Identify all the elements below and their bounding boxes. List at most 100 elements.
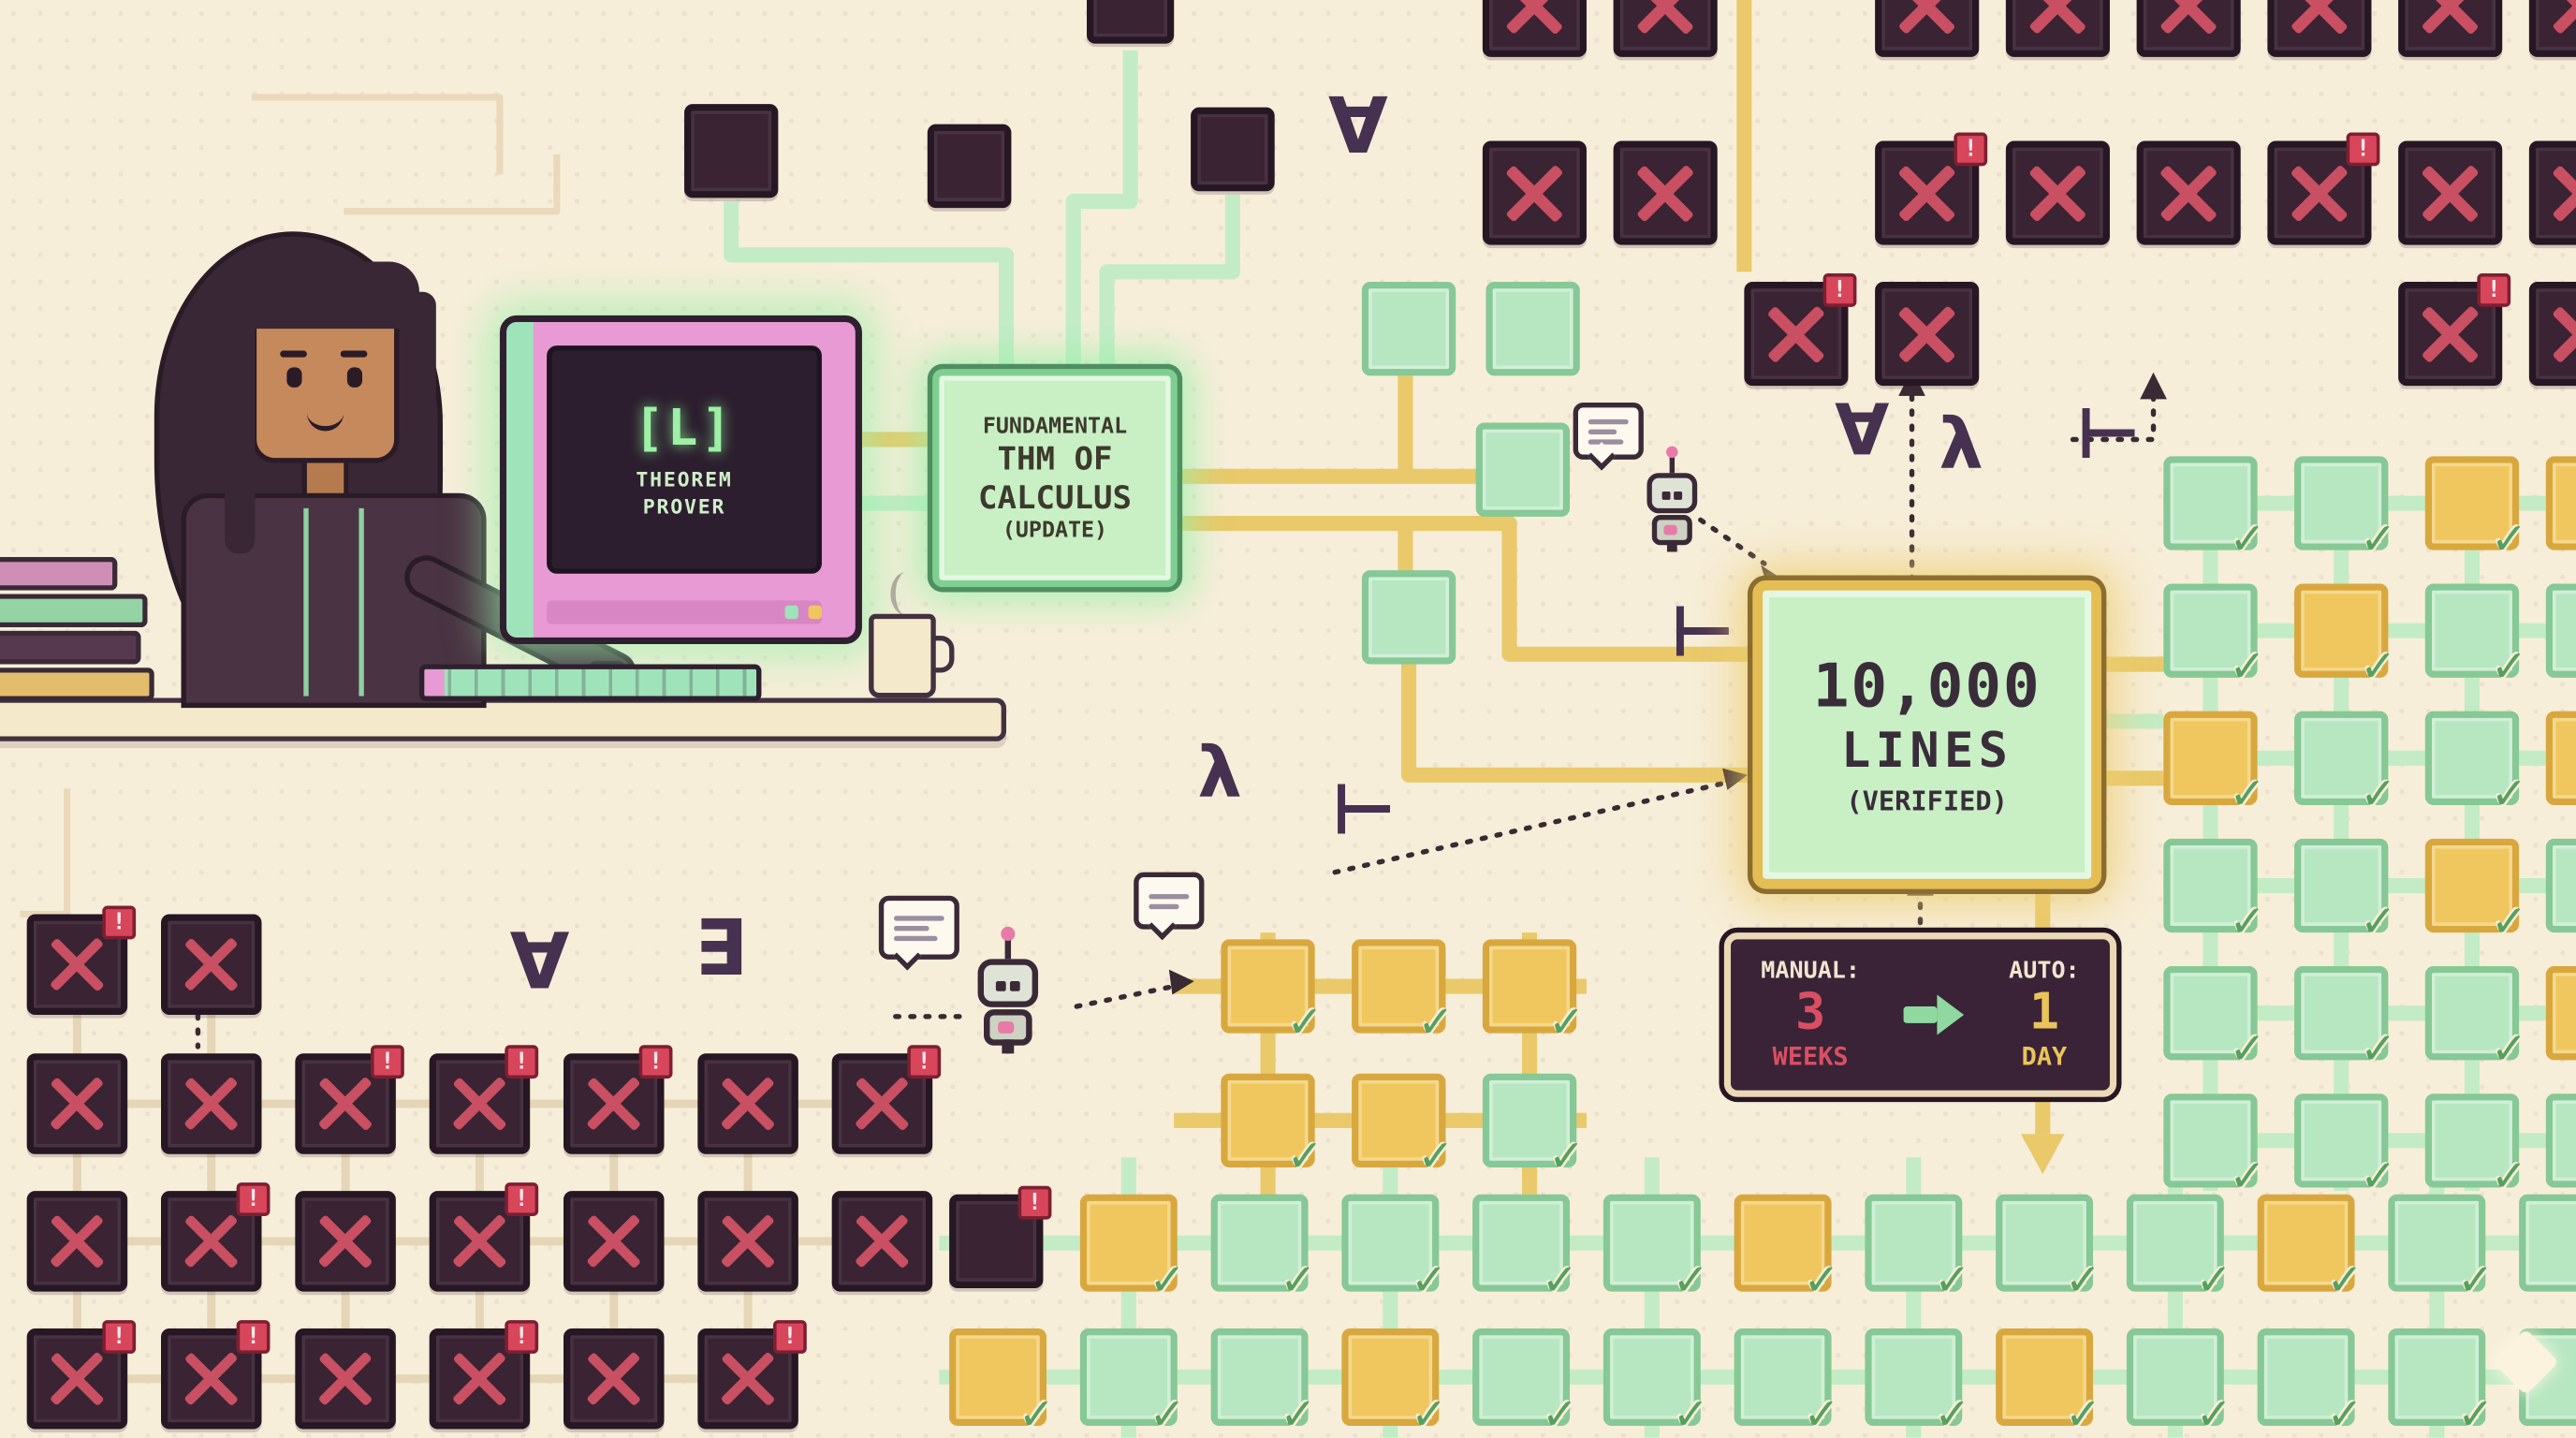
power-light-green — [784, 605, 798, 620]
proof-square-verified-yellow: ✓ — [2424, 456, 2527, 565]
mug-handle — [930, 636, 955, 673]
gold-arrow-down — [2020, 1134, 2065, 1175]
bubble-text-line — [1149, 893, 1190, 899]
proof-square-verified-green: ✓ — [1996, 1194, 2101, 1307]
mathematician-character — [154, 222, 644, 712]
character-bangs — [234, 261, 419, 330]
proof-square-verified-green: ✓ — [2163, 583, 2266, 693]
warning-badge-icon: ! — [2477, 273, 2511, 307]
checkmark-icon: ✓ — [2229, 770, 2266, 821]
proof-square-verified-green: ✓ — [2294, 711, 2396, 820]
warning-badge-icon: ! — [102, 1320, 137, 1354]
warning-badge-icon: ! — [505, 1045, 539, 1079]
checkmark-icon: ✓ — [2229, 515, 2266, 565]
warning-badge-icon: ! — [2346, 132, 2380, 167]
checkmark-icon: ✓ — [1541, 1390, 1578, 1438]
checkmark-icon: ✓ — [1149, 1390, 1186, 1438]
proof-square-failed — [697, 1053, 798, 1154]
logic-symbol-lambda-icon: λ — [1197, 731, 1242, 814]
checkmark-icon: ✓ — [2326, 1255, 2364, 1307]
book — [0, 594, 148, 628]
proof-square-verified-green: ✓ — [2126, 1194, 2232, 1307]
warning-badge-icon: ! — [505, 1182, 539, 1216]
proof-square-failed — [2528, 282, 2576, 387]
logic-symbol-turnstile-icon: ⊢ — [1670, 590, 1735, 673]
proof-square-verified-green: ✓ — [1603, 1194, 1709, 1307]
checkmark-icon: ✓ — [2491, 515, 2528, 565]
warning-badge-icon: ! — [236, 1320, 271, 1354]
proof-square-verified-yellow: ✓ — [1352, 1073, 1454, 1182]
checkmark-icon: ✓ — [2229, 642, 2266, 693]
checkmark-icon: ✓ — [2491, 642, 2528, 693]
proof-square-verified-green: ✓ — [1865, 1194, 1970, 1307]
proof-square-failed — [2005, 140, 2110, 245]
proof-square-verified-yellow: ✓ — [1734, 1194, 1839, 1307]
steam-icon — [890, 571, 922, 616]
theorem-prover-logo: [L] — [634, 399, 735, 458]
proof-square-failed — [697, 1191, 798, 1292]
theorem-prover-label: THEOREM PROVER — [636, 468, 732, 521]
speech-bubble-icon — [1134, 872, 1205, 930]
checkmark-icon: ✓ — [1411, 1390, 1448, 1438]
proof-square-failed: ! — [1744, 273, 1857, 387]
proof-square-pending — [684, 104, 779, 198]
auto-unit: DAY — [2021, 1041, 2068, 1072]
warning-badge-icon: ! — [1954, 132, 1988, 167]
logic-symbol-forall-icon: ∀ — [1835, 389, 1890, 472]
auto-value: 1 — [2028, 983, 2060, 1042]
proof-square-failed: ! — [2398, 0, 2503, 57]
checkmark-icon: ✓ — [1541, 1255, 1578, 1307]
proof-square-pending — [1191, 107, 1275, 192]
proof-square-failed — [2136, 0, 2241, 57]
character-smile — [306, 404, 344, 432]
proof-square-verified-green: ✓ — [2519, 1194, 2576, 1292]
robot-belly-panel — [998, 1020, 1015, 1034]
checkmark-icon: ✓ — [1548, 1132, 1586, 1183]
robot-belly-panel — [1663, 524, 1677, 536]
proof-square-verified-yellow: ✓ — [2294, 583, 2396, 693]
proof-square-verified-green: ✓ — [1341, 1194, 1447, 1307]
proof-square-failed — [2267, 0, 2372, 57]
checkmark-icon: ✓ — [2457, 1390, 2495, 1438]
power-light-yellow — [808, 605, 822, 620]
proof-square-verified-green: ✓ — [1865, 1328, 1970, 1437]
robot-body — [1651, 515, 1692, 552]
bubble-text-line — [1588, 438, 1624, 444]
warning-badge-icon: ! — [102, 905, 137, 940]
book-stack — [0, 553, 161, 701]
arrow-head — [1938, 994, 1965, 1035]
proof-square-failed — [161, 914, 262, 1015]
proof-square-verified-yellow: ✓ — [2545, 456, 2576, 550]
robot-leg — [1005, 1039, 1015, 1054]
robot-eye — [1009, 980, 1020, 991]
auto-stat-column: AUTO: 1 DAY — [2009, 958, 2080, 1072]
speech-bubble-icon — [1573, 403, 1644, 460]
checkmark-icon: ✓ — [2326, 1390, 2364, 1438]
checkmark-icon: ✓ — [1417, 998, 1455, 1049]
proof-square-failed — [295, 1191, 396, 1292]
proof-square-verified-green: ✓ — [2424, 583, 2527, 693]
arrow-stem — [1904, 1006, 1939, 1023]
warning-badge-icon: ! — [1822, 273, 1857, 307]
stats-panel: MANUAL: 3 WEEKS AUTO: 1 DAY — [1723, 932, 2117, 1097]
proof-square-failed: ! — [564, 1045, 673, 1154]
proof-square-verified-green: ✓ — [2388, 1194, 2494, 1307]
arrow-right-icon — [1904, 994, 1965, 1035]
checkmark-icon: ✓ — [2360, 770, 2397, 821]
checkmark-icon: ✓ — [2457, 1255, 2495, 1307]
checkmark-icon: ✓ — [2491, 1024, 2528, 1076]
checkmark-icon: ✓ — [2195, 1390, 2232, 1438]
coffee-mug — [869, 571, 955, 698]
checkmark-icon: ✓ — [1803, 1390, 1840, 1438]
logic-symbol-turnstile-icon: ⊢ — [1331, 768, 1397, 851]
proof-square-verified-yellow: ✓ — [2163, 711, 2266, 820]
verified-lines-label: LINES — [1841, 721, 2013, 779]
assistant-robot — [1647, 446, 1698, 552]
robot-antenna-tip — [1001, 926, 1016, 941]
manual-unit: WEEKS — [1772, 1041, 1849, 1072]
proof-square-failed: ! — [429, 1320, 539, 1430]
proof-square-failed — [1875, 282, 1980, 387]
proof-square-failed — [1875, 0, 1980, 57]
